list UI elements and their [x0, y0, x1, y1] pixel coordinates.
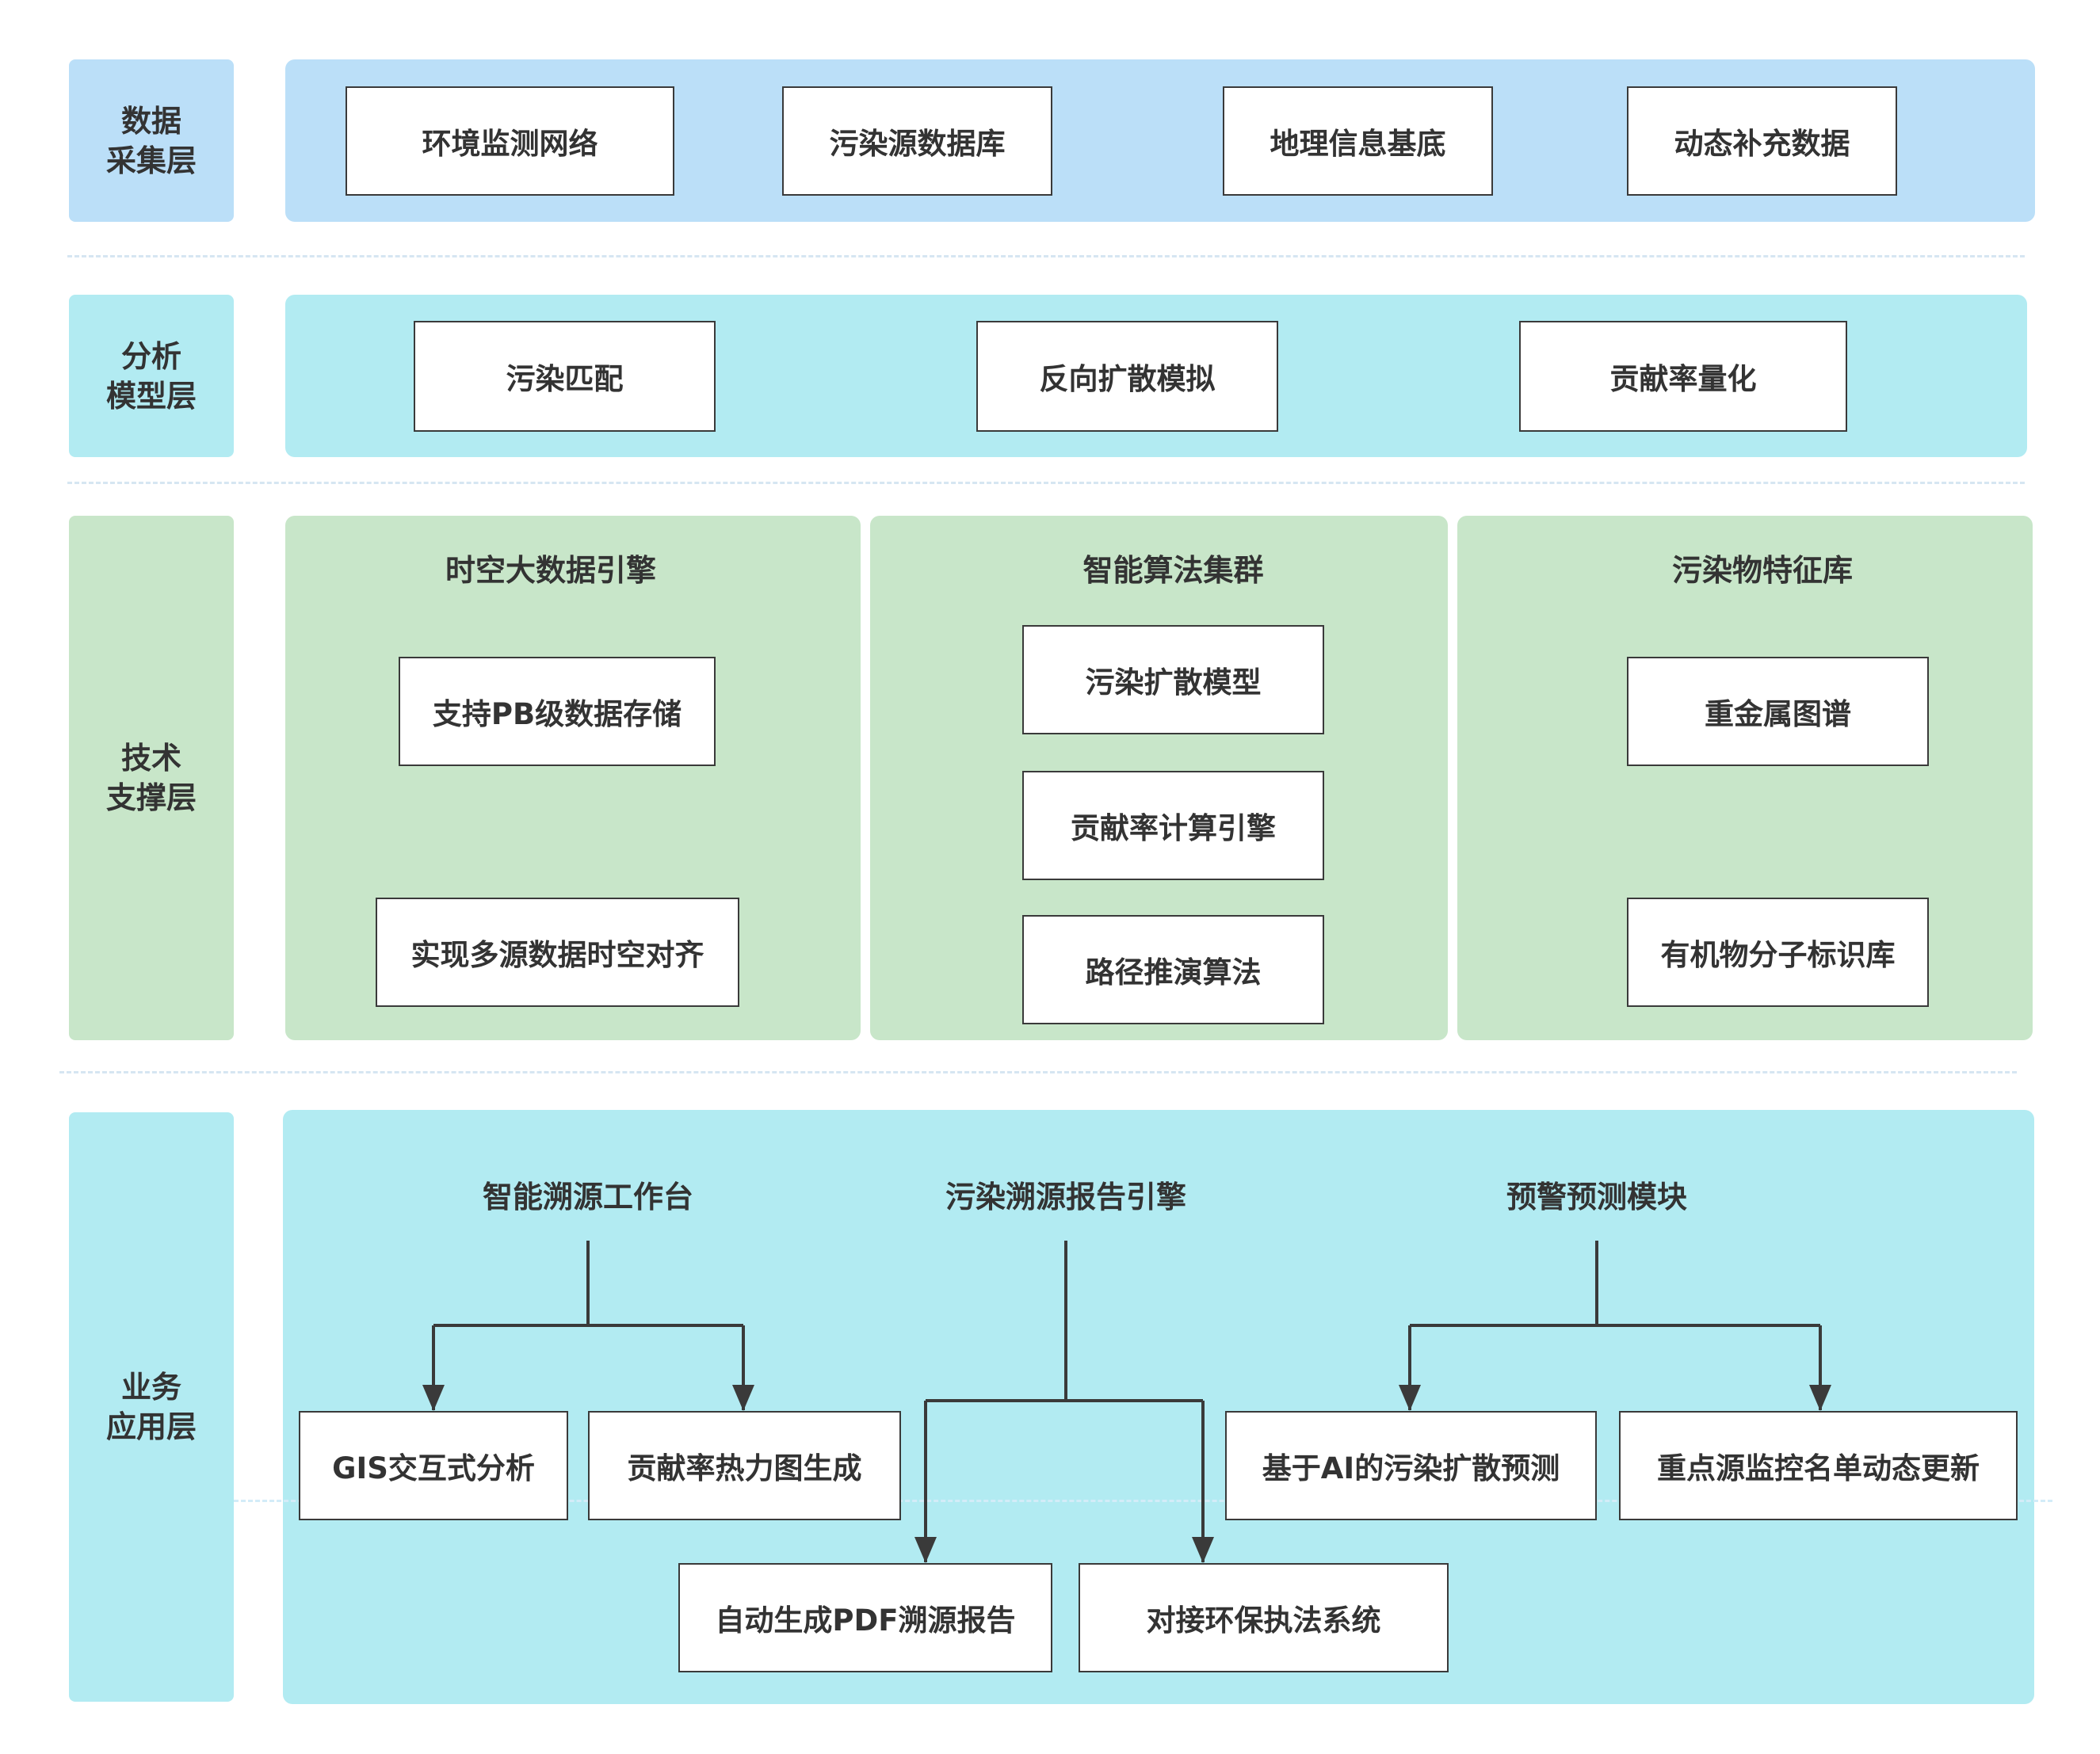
data-item-dynamic-data: 动态补充数据 [1627, 86, 1897, 196]
app-module-title: 污染溯源报告引擎 [945, 1180, 1186, 1214]
layer-label-line: 支撑层 [105, 780, 197, 815]
layer-label-line: 技术 [120, 741, 181, 776]
layer-label-model: 分析模型层 [69, 295, 234, 457]
app-item-watchlist: 重点源监控名单动态更新 [1619, 1411, 2018, 1520]
app-module-title: 智能溯源工作台 [482, 1180, 693, 1214]
tech-group-title: 智能算法集群 [1082, 553, 1264, 588]
layer-divider [67, 255, 2025, 257]
arrowhead [1809, 1385, 1831, 1411]
tech-item-path-inference: 路径推演算法 [1022, 915, 1324, 1024]
app-item-gis-analysis: GIS交互式分析 [299, 1411, 568, 1520]
arrowhead [914, 1537, 937, 1563]
layer-label-line: 数据 [120, 103, 181, 139]
layer-label-line: 应用层 [105, 1409, 197, 1444]
app-item-heatmap: 贡献率热力图生成 [588, 1411, 901, 1520]
model-item-reverse-diffusion: 反向扩散模拟 [976, 321, 1278, 432]
data-item-pollution-source-db: 污染源数据库 [782, 86, 1052, 196]
model-item-contribution: 贡献率量化 [1519, 321, 1847, 432]
layer-label-line: 分析 [120, 338, 181, 374]
layer-label-data: 数据采集层 [69, 59, 234, 222]
tech-item-pb-storage: 支持PB级数据存储 [399, 657, 716, 766]
layer-divider [67, 482, 2025, 484]
layer-label-line: 采集层 [105, 143, 197, 178]
layer-label-tech: 技术支撑层 [69, 516, 234, 1040]
tech-item-spatiotemporal-align: 实现多源数据时空对齐 [376, 898, 739, 1007]
layer-divider [59, 1071, 2017, 1073]
arrowhead [1192, 1537, 1214, 1563]
tech-item-diffusion-model: 污染扩散模型 [1022, 625, 1324, 734]
arrowhead [422, 1385, 445, 1411]
arrowhead [732, 1385, 754, 1411]
app-module-title: 预警预测模块 [1506, 1180, 1687, 1214]
layer-label-line: 模型层 [105, 378, 197, 414]
tech-group-title: 污染物特征库 [1671, 553, 1853, 588]
layer-label-line: 业务 [120, 1370, 181, 1405]
layer-label-app: 业务应用层 [69, 1112, 234, 1702]
tech-item-heavy-metal: 重金属图谱 [1627, 657, 1929, 766]
data-item-monitoring-network: 环境监测网络 [346, 86, 674, 196]
app-item-pdf-report: 自动生成PDF溯源报告 [678, 1563, 1052, 1672]
data-item-geo-base: 地理信息基底 [1223, 86, 1493, 196]
tech-item-organic-library: 有机物分子标识库 [1627, 898, 1929, 1007]
arrowhead [1399, 1385, 1421, 1411]
app-item-ai-prediction: 基于AI的污染扩散预测 [1225, 1411, 1597, 1520]
tech-item-contribution-engine: 贡献率计算引擎 [1022, 771, 1324, 880]
layer-divider [234, 1500, 2052, 1502]
tech-group-title: 时空大数据引擎 [445, 553, 656, 588]
model-item-pollution-match: 污染匹配 [414, 321, 716, 432]
app-item-enforcement-link: 对接环保执法系统 [1079, 1563, 1449, 1672]
